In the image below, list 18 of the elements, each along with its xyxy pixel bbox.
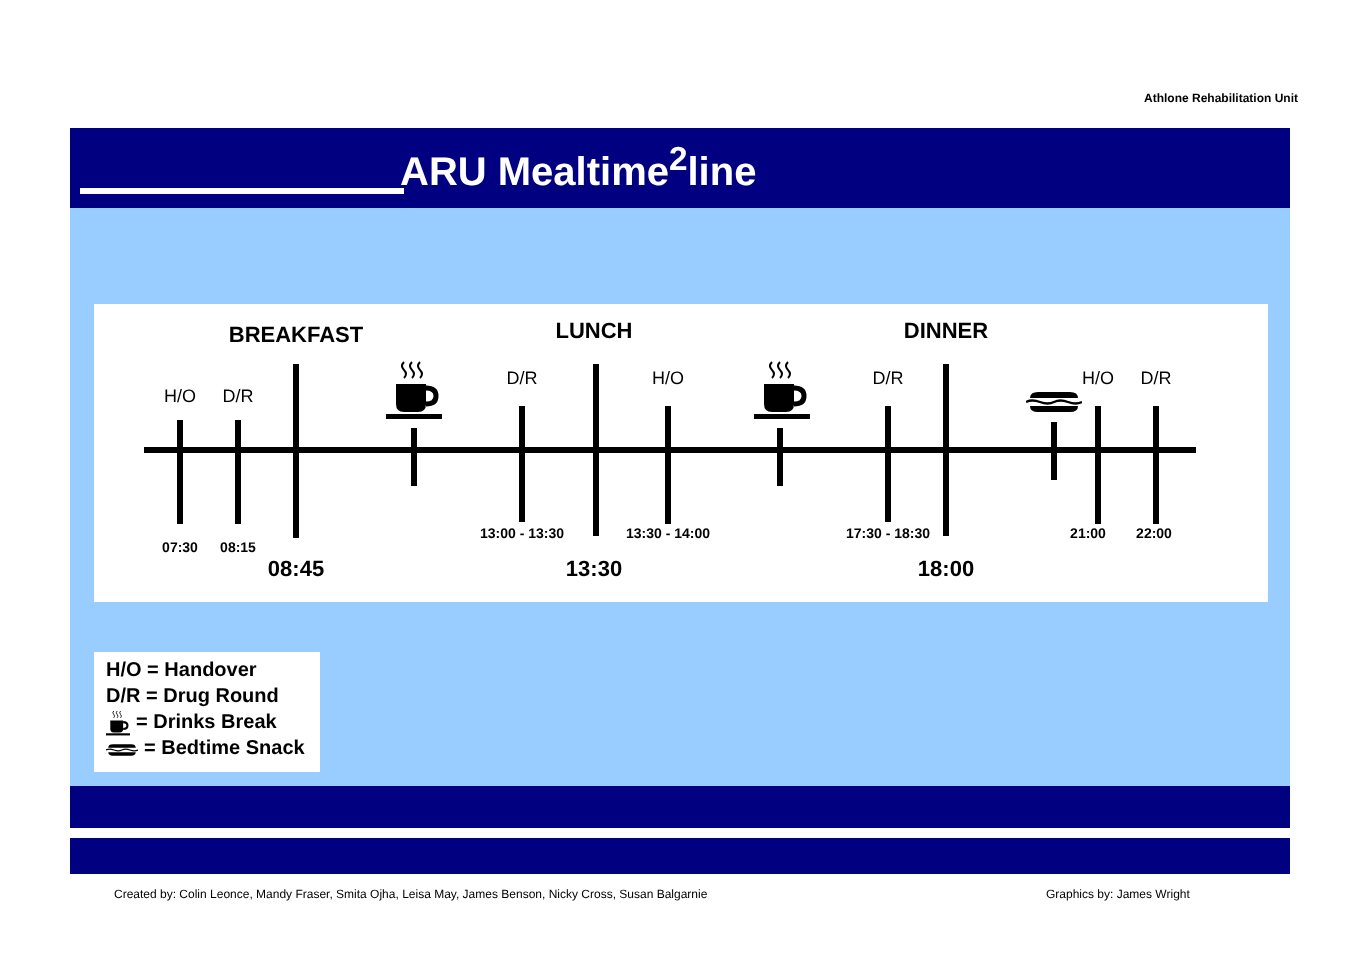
meal-heading: BREAKFAST (228, 324, 364, 348)
event-label: H/O (164, 386, 196, 406)
legend-text: = Drinks Break (136, 712, 277, 734)
meal-time: 18:00 (917, 558, 975, 582)
event-label: D/R (506, 368, 538, 388)
legend-text: H/O = Handover (106, 660, 257, 682)
event-label: H/O (652, 368, 684, 388)
meal-heading: DINNER (903, 320, 989, 344)
event-label: D/R (872, 368, 904, 388)
event-label: H/O (1082, 368, 1114, 388)
event-label: D/R (1140, 368, 1172, 388)
meal-time: 13:30 (565, 558, 623, 582)
legend-text: = Bedtime Snack (144, 738, 305, 760)
meal-heading: LUNCH (555, 320, 633, 344)
meal-time: 08:45 (267, 558, 325, 582)
title: ARU Mealtime$^{2}$line (400, 140, 757, 198)
legend-text: D/R = Drug Round (106, 686, 279, 708)
event-label: D/R (222, 386, 254, 406)
